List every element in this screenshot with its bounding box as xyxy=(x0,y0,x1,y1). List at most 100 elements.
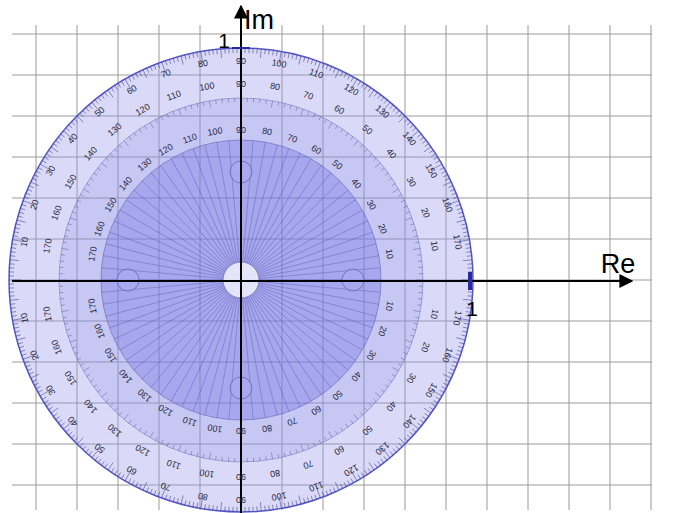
unit-label: 1 xyxy=(466,298,478,319)
degree-tick xyxy=(399,113,402,117)
degree-tick xyxy=(87,374,90,376)
grid-line xyxy=(569,25,570,510)
scale-number: 90 xyxy=(236,495,246,504)
radial-line xyxy=(151,173,229,266)
degree-tick xyxy=(457,350,462,352)
degree-tick xyxy=(381,459,384,463)
degree-tick xyxy=(390,105,393,109)
radial-line xyxy=(247,148,289,263)
radial-line xyxy=(258,286,373,328)
radial-line xyxy=(243,298,254,420)
degree-tick xyxy=(118,473,121,477)
degree-tick xyxy=(413,310,420,311)
degree-tick xyxy=(53,413,57,416)
degree-tick xyxy=(118,83,121,87)
degree-tick xyxy=(353,141,357,146)
radial-line xyxy=(250,296,311,402)
degree-tick xyxy=(44,400,48,403)
degree-tick xyxy=(404,438,408,441)
degree-tick xyxy=(369,404,372,407)
degree-tick xyxy=(173,445,174,449)
degree-tick xyxy=(369,154,372,157)
degree-tick xyxy=(95,456,98,460)
degree-tick xyxy=(179,109,181,116)
degree-tick xyxy=(396,110,399,114)
degree-tick xyxy=(189,54,190,59)
degree-tick xyxy=(147,487,149,492)
degree-tick xyxy=(75,352,79,354)
degree-tick xyxy=(13,323,18,325)
degree-tick xyxy=(451,193,456,195)
degree-tick xyxy=(161,116,163,120)
degree-tick xyxy=(60,298,64,299)
radial-line xyxy=(193,297,235,412)
degree-tick xyxy=(459,216,464,217)
degree-tick xyxy=(398,195,402,197)
degree-tick xyxy=(139,428,141,431)
degree-tick xyxy=(393,368,399,372)
degree-tick xyxy=(368,468,371,472)
degree-tick xyxy=(330,66,332,71)
degree-tick xyxy=(70,340,77,342)
scale-number: 80 xyxy=(261,422,272,433)
degree-tick xyxy=(351,420,353,423)
grid-line xyxy=(528,25,529,510)
degree-tick xyxy=(333,68,335,73)
degree-tick xyxy=(381,168,384,170)
degree-tick xyxy=(42,397,46,400)
degree-tick xyxy=(410,335,414,336)
degree-tick xyxy=(31,182,39,186)
degree-tick xyxy=(185,107,186,111)
degree-tick xyxy=(143,482,147,490)
degree-tick xyxy=(228,458,229,462)
degree-tick xyxy=(301,444,303,451)
radial-line xyxy=(251,295,321,395)
degree-tick xyxy=(374,92,377,96)
radial-line xyxy=(257,210,363,271)
degree-tick xyxy=(29,186,34,188)
degree-tick xyxy=(105,464,108,468)
degree-tick xyxy=(441,171,445,173)
scale-number: 90 xyxy=(236,426,246,435)
degree-tick xyxy=(58,420,62,423)
degree-tick xyxy=(385,385,388,387)
degree-tick xyxy=(351,137,353,140)
degree-tick xyxy=(373,158,376,161)
degree-tick xyxy=(468,291,473,292)
degree-tick xyxy=(150,66,152,71)
radial-line xyxy=(253,173,331,266)
degree-tick xyxy=(429,150,433,153)
degree-tick xyxy=(36,171,40,173)
degree-tick xyxy=(77,438,83,444)
degree-tick xyxy=(260,49,262,58)
degree-tick xyxy=(308,111,309,115)
degree-tick xyxy=(272,505,274,510)
degree-tick xyxy=(462,228,467,229)
degree-tick xyxy=(259,99,260,103)
degree-tick xyxy=(232,507,233,512)
degree-tick xyxy=(11,311,16,313)
degree-tick xyxy=(111,468,114,472)
degree-tick xyxy=(124,414,128,419)
degree-tick xyxy=(18,216,23,217)
degree-tick xyxy=(177,498,178,503)
degree-tick xyxy=(443,182,451,186)
degree-tick xyxy=(83,110,86,114)
degree-tick xyxy=(147,68,149,73)
degree-tick xyxy=(216,506,218,511)
degree-tick xyxy=(419,292,423,293)
degree-tick xyxy=(404,119,408,122)
degree-tick xyxy=(252,48,253,53)
degree-tick xyxy=(290,451,291,455)
degree-tick xyxy=(390,451,393,455)
degree-tick xyxy=(407,122,411,125)
degree-tick xyxy=(209,452,210,459)
degree-tick xyxy=(265,100,267,104)
degree-tick xyxy=(247,458,248,462)
degree-tick xyxy=(185,55,186,60)
degree-tick xyxy=(296,55,297,60)
degree-tick xyxy=(38,390,42,392)
degree-tick xyxy=(196,103,198,107)
degree-tick xyxy=(322,63,324,68)
